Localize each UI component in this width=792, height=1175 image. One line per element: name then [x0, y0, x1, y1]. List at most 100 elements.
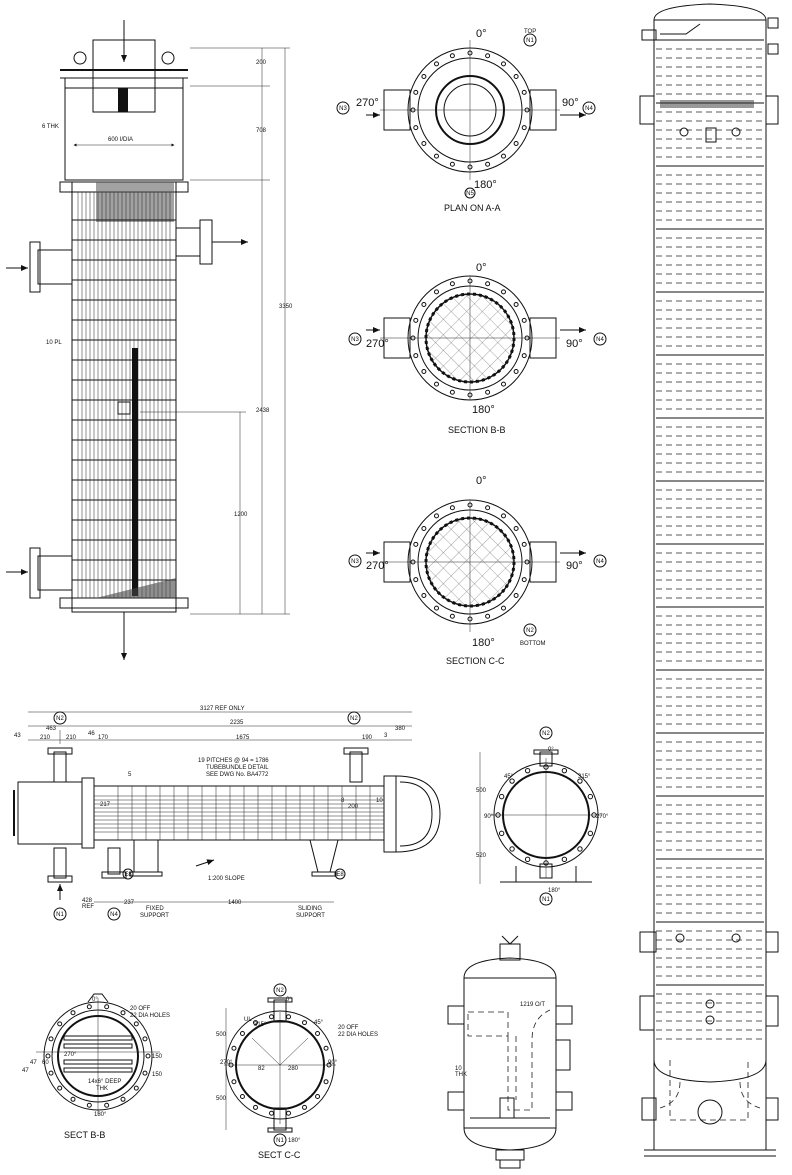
bolt-hole	[315, 1031, 321, 1037]
bolt-hole	[449, 389, 455, 395]
bolt-hole	[501, 381, 507, 387]
dim-ref-overall: 3127 REF ONLY	[200, 706, 245, 712]
bolt-hole	[433, 289, 439, 295]
bolt-hole	[521, 577, 527, 583]
bolt-hole	[501, 289, 507, 295]
bolt-hole	[449, 505, 455, 511]
bolt-hole	[513, 141, 519, 147]
bolt-hole	[513, 73, 519, 79]
bolt-hole	[587, 830, 594, 837]
end-view: N2 N1 500 520 0° 45° 315° 90° 270° 180°	[476, 726, 609, 906]
note-sliding-1: SLIDING	[298, 906, 322, 912]
dim-1675: 1675	[236, 735, 250, 741]
bolt-hole	[104, 1004, 110, 1010]
bolt-hole	[421, 369, 427, 375]
sect-c-note-holes-1: 20 OFF	[338, 1025, 359, 1031]
dim-upper: 708	[256, 128, 267, 134]
end-angle-45: 45°	[504, 774, 514, 780]
bolt-hole	[413, 353, 419, 359]
small-vessel-note-dia: 1219 O/T	[520, 1002, 545, 1008]
dim-210b: 210	[66, 735, 77, 741]
section-c-angle-bottom: 180°	[472, 637, 495, 649]
bolt-hole	[501, 61, 507, 67]
section-b-view: N3 N4 0° 180° 270° 90° SECTION B-B	[348, 262, 607, 435]
bolt-hole	[323, 1079, 329, 1085]
section-c-nozzle-bottom: N2	[526, 628, 534, 634]
bolt-hole	[485, 53, 491, 59]
sect-c-small-caption: SECT C-C	[258, 1150, 301, 1160]
note-diameter: 600 I/DIA	[108, 137, 133, 143]
sect-c-dim-500a: 500	[216, 1032, 227, 1038]
bolt-hole	[421, 73, 427, 79]
bolt-hole	[239, 1093, 245, 1099]
bolt-hole	[433, 381, 439, 387]
sect-c-angle-180: 180°	[288, 1138, 301, 1144]
sect-b-dim-150b: 150	[152, 1072, 163, 1078]
plan-a-nozzle-right: N4	[585, 106, 593, 112]
bolt-hole	[421, 593, 427, 599]
bolt-hole	[521, 541, 527, 547]
vertical-exchanger-elevation: 200 708 3350 2438 1200 6 THK 600 I/DIA 1…	[6, 20, 293, 660]
bolt-hole	[524, 767, 531, 774]
dim-3: 3	[384, 733, 388, 739]
note-pitches: 19 PITCHES @ 94 = 1786	[198, 758, 269, 764]
note-slope: 1:200 SLOPE	[208, 876, 245, 882]
bolt-hole	[413, 89, 419, 95]
sect-c-angle-270: 270°	[220, 1060, 233, 1066]
dim-overall: 3350	[279, 304, 293, 310]
bolt-hole	[57, 1085, 63, 1091]
horiz-nozzle-n2a: N2	[56, 716, 64, 722]
dim-237: 237	[124, 900, 135, 906]
note-fixed-1: FIXED	[146, 906, 164, 912]
plan-a-angle-left: 270°	[356, 97, 379, 109]
dim-5: 5	[128, 772, 132, 778]
section-c-caption: SECTION C-C	[446, 656, 505, 666]
bolt-hole	[485, 389, 491, 395]
dim-46: 46	[88, 731, 95, 737]
bolt-hole	[413, 577, 419, 583]
sect-b-dim-47b: 47	[22, 1068, 29, 1074]
bolt-hole	[413, 317, 419, 323]
horiz-nozzle-n4: N4	[110, 912, 118, 918]
section-c-angle-left: 270°	[366, 560, 389, 572]
bolt-hole	[521, 89, 527, 95]
bolt-hole	[561, 767, 568, 774]
bolt-hole	[253, 1104, 258, 1110]
bolt-hole	[133, 1085, 139, 1091]
dim-top: 200	[256, 60, 267, 66]
bolt-hole	[509, 846, 515, 852]
bolt-hole	[315, 1093, 321, 1099]
horiz-nozzle-n1: N1	[56, 912, 64, 918]
sect-c-angle-45: 45°	[314, 1020, 324, 1026]
note-plates: 10 PL	[46, 340, 62, 346]
dim-2235: 2235	[230, 720, 244, 726]
sect-b-angle-0: 0°	[92, 997, 98, 1003]
sect-b-note-plate-2: THK	[96, 1086, 108, 1092]
bolt-hole	[433, 605, 439, 611]
bolt-hole	[142, 1036, 148, 1042]
plan-a-angle-bottom: 180°	[474, 179, 497, 191]
bolt-hole	[70, 1096, 76, 1102]
bolt-hole	[268, 1110, 274, 1116]
note-sliding-2: SUPPORT	[296, 913, 325, 919]
end-angle-90: 90°	[484, 814, 494, 820]
dim-380: 380	[395, 726, 406, 732]
bolt-hole	[561, 856, 568, 863]
bolt-hole	[577, 778, 583, 784]
note-fixed-2: SUPPORT	[140, 913, 169, 919]
bolt-hole	[449, 161, 455, 167]
small-vessel-note-thk1: 10	[455, 1066, 462, 1072]
bolt-hole	[587, 793, 594, 800]
horizontal-exchanger-elevation: 3127 REF ONLY 2235 380 463 43 210 210 46…	[13, 706, 441, 921]
bolt-hole	[513, 525, 519, 531]
bolt-hole	[521, 125, 527, 131]
dim-mid: 2438	[256, 408, 270, 414]
section-b-caption: SECTION B-B	[448, 425, 506, 435]
bolt-hole	[421, 301, 427, 307]
sect-c-small-view: N2 N1 0° 315° 45° 270° 90° 180° 20 OFF 2…	[216, 983, 378, 1160]
tall-column-elevation	[639, 3, 779, 1157]
dim-10: 10	[376, 798, 383, 804]
bolt-hole	[253, 1020, 258, 1026]
sect-c-note-ul: UL	[244, 1017, 252, 1023]
bolt-hole	[485, 613, 491, 619]
